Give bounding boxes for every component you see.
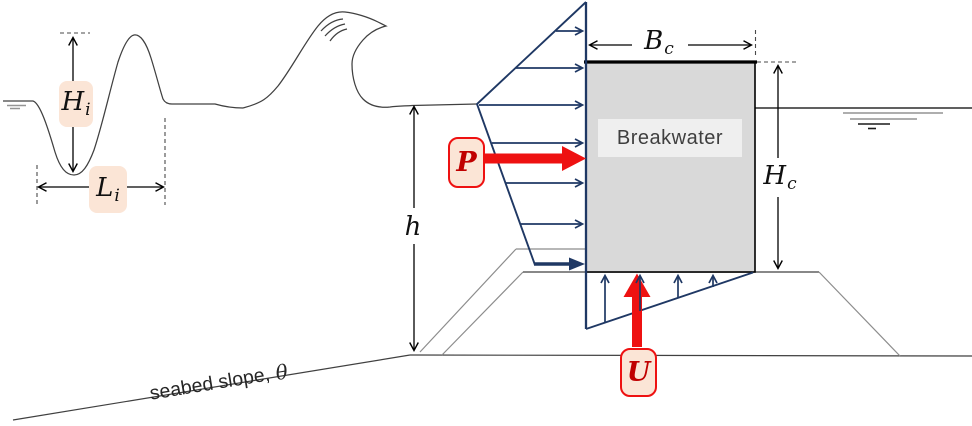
crest-width-label: Bc [644,26,674,59]
crest-height-dimension [757,61,799,270]
caisson [584,60,757,273]
p-force-arrow [481,146,586,171]
breaking-wave [242,11,413,109]
still-water-line-mid [411,103,478,107]
horizontal-pressure-arrows [479,26,585,271]
wave-length-label: Li [89,166,127,213]
water-surface-right [755,107,972,130]
crest-width-dimension [588,30,757,57]
crest-height-label: Hc [763,161,797,194]
breakwater-label: Breakwater [598,119,742,157]
wave-pressure-distribution [475,1,754,330]
water-surface-left [7,104,26,110]
incident-wave-profile [3,34,244,176]
wave-height-label: Hi [59,81,93,127]
seabed-line [12,354,972,421]
u-force-arrow [623,273,651,347]
p-force-label: P [448,137,485,188]
uplift-pressure-arrows [600,273,718,322]
wave-curl-lines [320,18,348,42]
water-depth-label: h [404,212,422,242]
u-force-label: U [620,348,657,397]
